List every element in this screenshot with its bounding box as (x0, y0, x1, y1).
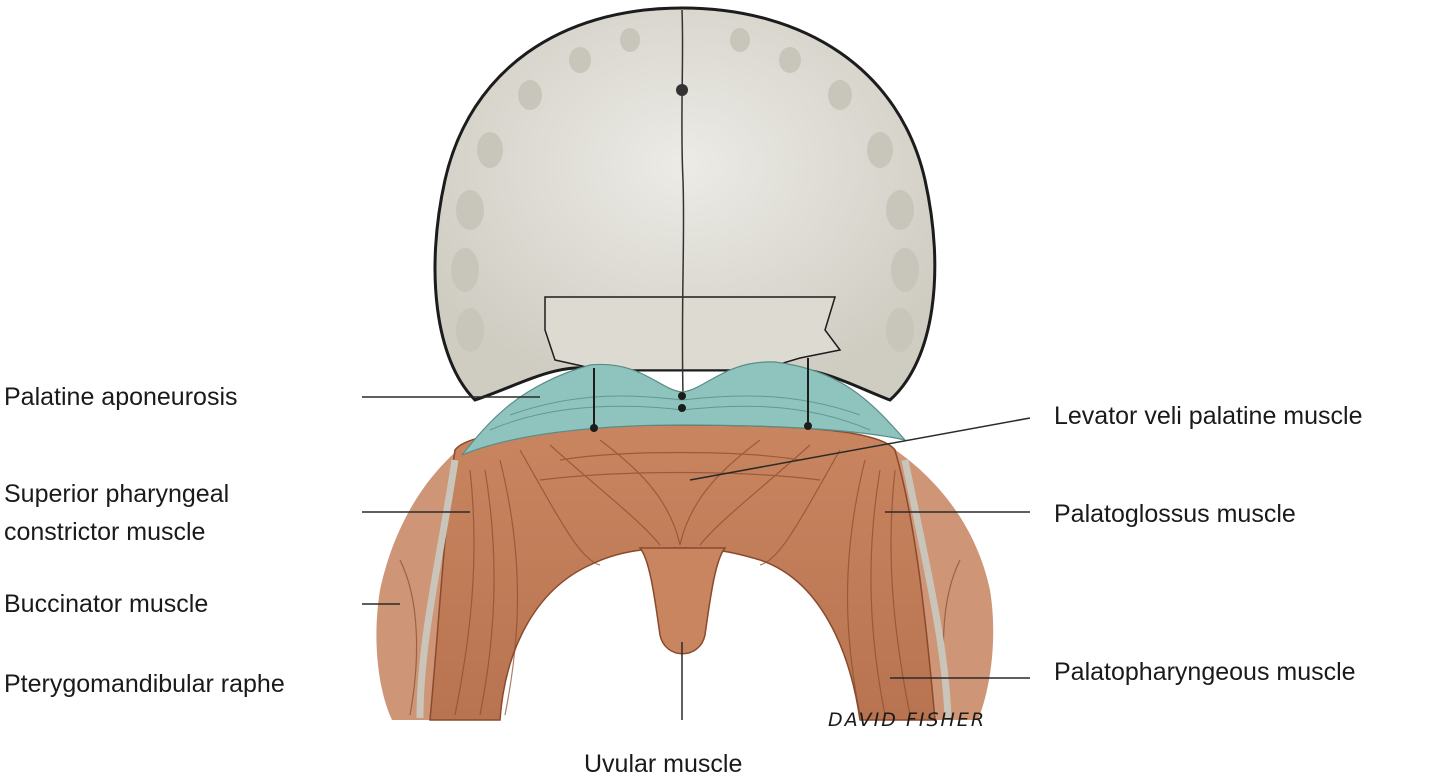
pterygomandibular-raphe-right (901, 459, 952, 719)
label-buccinator: Buccinator muscle (4, 590, 209, 618)
label-palatoglossus: Palatoglossus muscle (1054, 500, 1296, 528)
label-palatopharyngeous: Palatopharyngeous muscle (1054, 658, 1356, 686)
label-pterygomandibular: Pterygomandibular raphe (4, 670, 285, 698)
muscle-fibers (399, 439, 961, 716)
palatine-bone-plate (544, 296, 842, 371)
pterygomandibular-raphe-left (416, 459, 459, 719)
label-superior-pharyngeal-line2: constrictor muscle (4, 518, 206, 546)
label-uvular: Uvular muscle (584, 750, 743, 778)
label-superior-pharyngeal-line1: Superior pharyngeal (4, 480, 230, 508)
tooth-sockets (451, 28, 919, 352)
artist-signature: DAVID FISHER (828, 709, 987, 731)
midline-suture (681, 9, 685, 396)
leader-lines (362, 396, 1031, 720)
label-palatine-aponeurosis: Palatine aponeurosis (4, 383, 238, 411)
label-levator: Levator veli palatine muscle (1054, 402, 1363, 430)
uvula (638, 547, 727, 655)
levator-markers (590, 358, 812, 432)
incisive-foramen (676, 84, 688, 96)
